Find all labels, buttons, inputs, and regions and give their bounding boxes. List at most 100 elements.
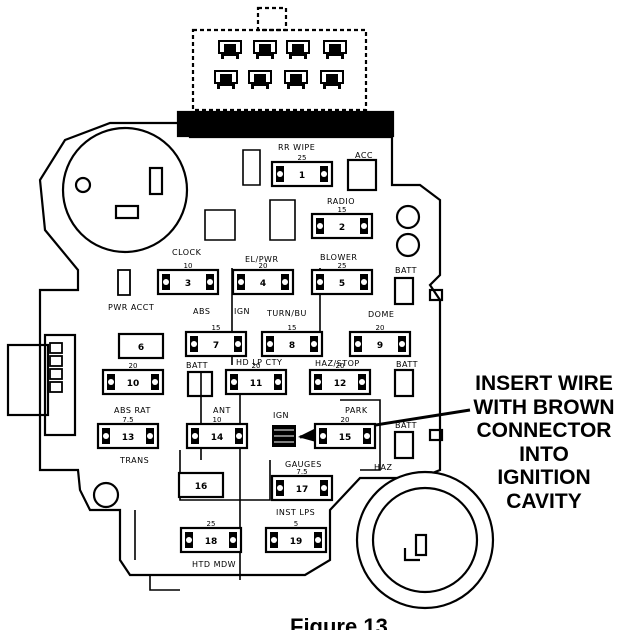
fuse-2[interactable]: 215 — [310, 206, 374, 240]
terminal-hole — [152, 379, 158, 385]
fuse-amp-rating: 7.5 — [122, 416, 133, 424]
label-batt-2: BATT — [396, 360, 418, 369]
fuse-19[interactable]: 195 — [264, 520, 328, 554]
top-connector-outline — [191, 28, 368, 112]
connector-pin — [323, 40, 347, 59]
terminal-hole — [315, 537, 321, 543]
terminal-hole — [315, 379, 321, 385]
fuse-amp-rating: 25 — [338, 262, 347, 270]
fuse-amp-rating: 5 — [294, 520, 298, 528]
fuse-14[interactable]: 14 10 — [185, 416, 249, 450]
fuse-number: 9 — [377, 341, 383, 351]
fuse-1[interactable]: 125 — [270, 154, 334, 188]
connector-pin — [218, 40, 242, 59]
fuse-amp-rating: 15 — [338, 206, 347, 214]
label-ign: IGN — [234, 307, 250, 316]
terminal-hole — [191, 341, 197, 347]
left-socket — [61, 126, 189, 254]
fuse-7[interactable]: 7 15 — [184, 324, 248, 358]
fuse-amp-rating: 20 — [376, 324, 385, 332]
fuse-amp-rating: 15 — [288, 324, 297, 332]
terminal-hole — [236, 433, 242, 439]
label-el-pwr: EL/PWR — [245, 255, 279, 264]
label-abs-rat: ABS RAT — [114, 406, 151, 415]
fuse-number: 14 — [211, 433, 224, 443]
callout-line-1: INSERT WIRE — [475, 372, 613, 395]
fuse-amp-rating: 10 — [184, 262, 193, 270]
fuse-12[interactable]: 12 20 — [308, 362, 372, 396]
connector-band — [176, 110, 395, 138]
fuse-4[interactable]: 420 — [231, 262, 295, 296]
connector-pin — [214, 70, 238, 89]
fuse-9[interactable]: 9 20 — [348, 324, 412, 358]
fuse-amp-rating: 20 — [336, 362, 345, 370]
terminal-hole — [282, 279, 288, 285]
fuse-amp-rating: 25 — [298, 154, 307, 162]
fuse-block-housing — [38, 121, 442, 577]
label-trans: TRANS — [119, 456, 149, 465]
terminal-hole — [399, 341, 405, 347]
terminal-hole — [267, 341, 273, 347]
label-pwr-acct: PWR ACCT — [108, 303, 154, 312]
fuse-number: 12 — [334, 379, 347, 389]
fuse-number: 7 — [213, 341, 219, 351]
label-batt-3: BATT — [186, 361, 208, 370]
fuse-amp-rating: 20 — [341, 416, 350, 424]
label-ign-2: IGN — [273, 411, 289, 420]
terminal-hole — [277, 485, 283, 491]
terminal-hole — [230, 537, 236, 543]
fuse-13[interactable]: 137.5 — [96, 416, 160, 450]
fuse-8[interactable]: 815 — [260, 324, 324, 358]
label-batt: BATT — [395, 266, 417, 275]
terminal-hole — [359, 379, 365, 385]
callout-line-2: WITH BROWN — [473, 395, 615, 419]
fuse-number: 17 — [296, 485, 309, 495]
label-ant: ANT — [213, 406, 231, 415]
fuse-17[interactable]: 177.5 — [270, 468, 334, 502]
fuse-amp-rating: 7.5 — [296, 468, 307, 476]
label-radio: RADIO — [327, 197, 355, 206]
connector-pin — [286, 40, 310, 59]
connector-pin — [248, 70, 272, 89]
fuse-6[interactable]: 6 — [117, 332, 165, 360]
terminal-hole — [317, 279, 323, 285]
figure-caption: Figure 13 — [290, 614, 388, 630]
fuse-slot — [177, 471, 225, 499]
terminal-hole — [355, 341, 361, 347]
label-turn-bu: TURN/BU — [266, 309, 307, 318]
fuse-16[interactable]: 16 — [177, 471, 225, 499]
fuse-number: 6 — [138, 343, 144, 353]
callout-line-5: IGNITION — [497, 466, 591, 489]
terminal-hole — [108, 379, 114, 385]
terminal-hole — [186, 537, 192, 543]
label-hd-lp-cty: HD LP CTY — [236, 358, 282, 367]
label-gauges: GAUGES — [285, 460, 322, 469]
terminal-hole — [361, 223, 367, 229]
fuse-5[interactable]: 525 — [310, 262, 374, 296]
connector-terminals — [214, 40, 347, 89]
fuse-amp-rating: 10 — [213, 416, 222, 424]
connector-pin — [320, 70, 344, 89]
fuse-number: 4 — [260, 279, 266, 289]
terminal-hole — [321, 485, 327, 491]
terminal-hole — [207, 279, 213, 285]
terminal-hole — [231, 379, 237, 385]
fuse-10[interactable]: 10 20 — [101, 362, 165, 396]
connector-pin — [253, 40, 277, 59]
label-dome: DOME — [368, 310, 394, 319]
callout-line-6: CAVITY — [506, 489, 582, 513]
terminal-hole — [192, 433, 198, 439]
fuse-number: 15 — [339, 433, 352, 443]
label-park: PARK — [345, 406, 368, 415]
fuse-amp-rating: 15 — [212, 324, 221, 332]
label-abs: ABS — [193, 307, 210, 316]
fuse-3[interactable]: 310 — [156, 262, 220, 296]
terminal-hole — [277, 171, 283, 177]
terminal-hole — [361, 279, 367, 285]
fuse-amp-rating: 20 — [129, 362, 138, 370]
fuse-number: 10 — [127, 379, 140, 389]
